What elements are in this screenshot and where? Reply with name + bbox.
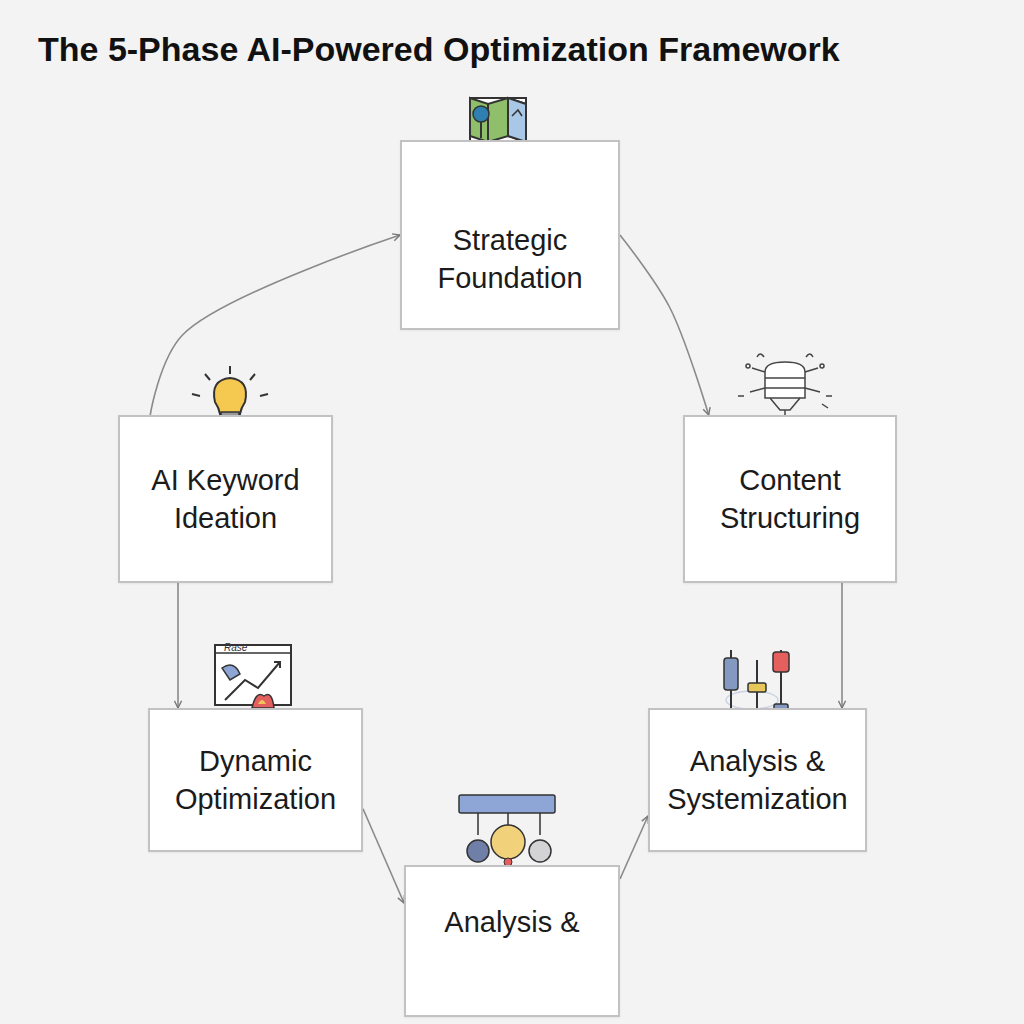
- phase-box: Content Structuring: [683, 415, 897, 583]
- flow-arrow: [177, 583, 179, 708]
- flow-arrow: [363, 809, 404, 903]
- flow-arrow: [841, 583, 843, 708]
- phase-box: Dynamic Optimization: [148, 708, 363, 852]
- phase-name: Strategic Foundation: [414, 221, 606, 298]
- chart-icon: [215, 645, 291, 708]
- flow-arrow: [620, 235, 709, 415]
- diagram-title: The 5-Phase AI-Powered Optimization Fram…: [38, 30, 840, 69]
- device-icon: [738, 354, 832, 416]
- flow-arrow: [620, 816, 648, 879]
- bulb-icon: [192, 366, 268, 417]
- icon-caption: Rase: [224, 642, 247, 653]
- map-icon: [470, 98, 526, 142]
- phase-name: Dynamic Optimization: [162, 742, 349, 819]
- phase-box: Analysis & Systemization: [648, 708, 867, 852]
- phase-box: Strategic Foundation: [400, 140, 620, 330]
- phase-name: AI Keyword Ideation: [132, 461, 319, 538]
- circles-icon: [459, 795, 555, 866]
- flow-arrow: [150, 235, 400, 415]
- phase-name: Analysis & Systemization: [662, 742, 853, 819]
- phase-name: Content Structuring: [697, 461, 883, 538]
- phase-box: Analysis &: [404, 865, 620, 1017]
- sliders-icon: [724, 650, 789, 712]
- phase-name: Analysis &: [444, 903, 579, 941]
- phase-box: AI Keyword Ideation: [118, 415, 333, 583]
